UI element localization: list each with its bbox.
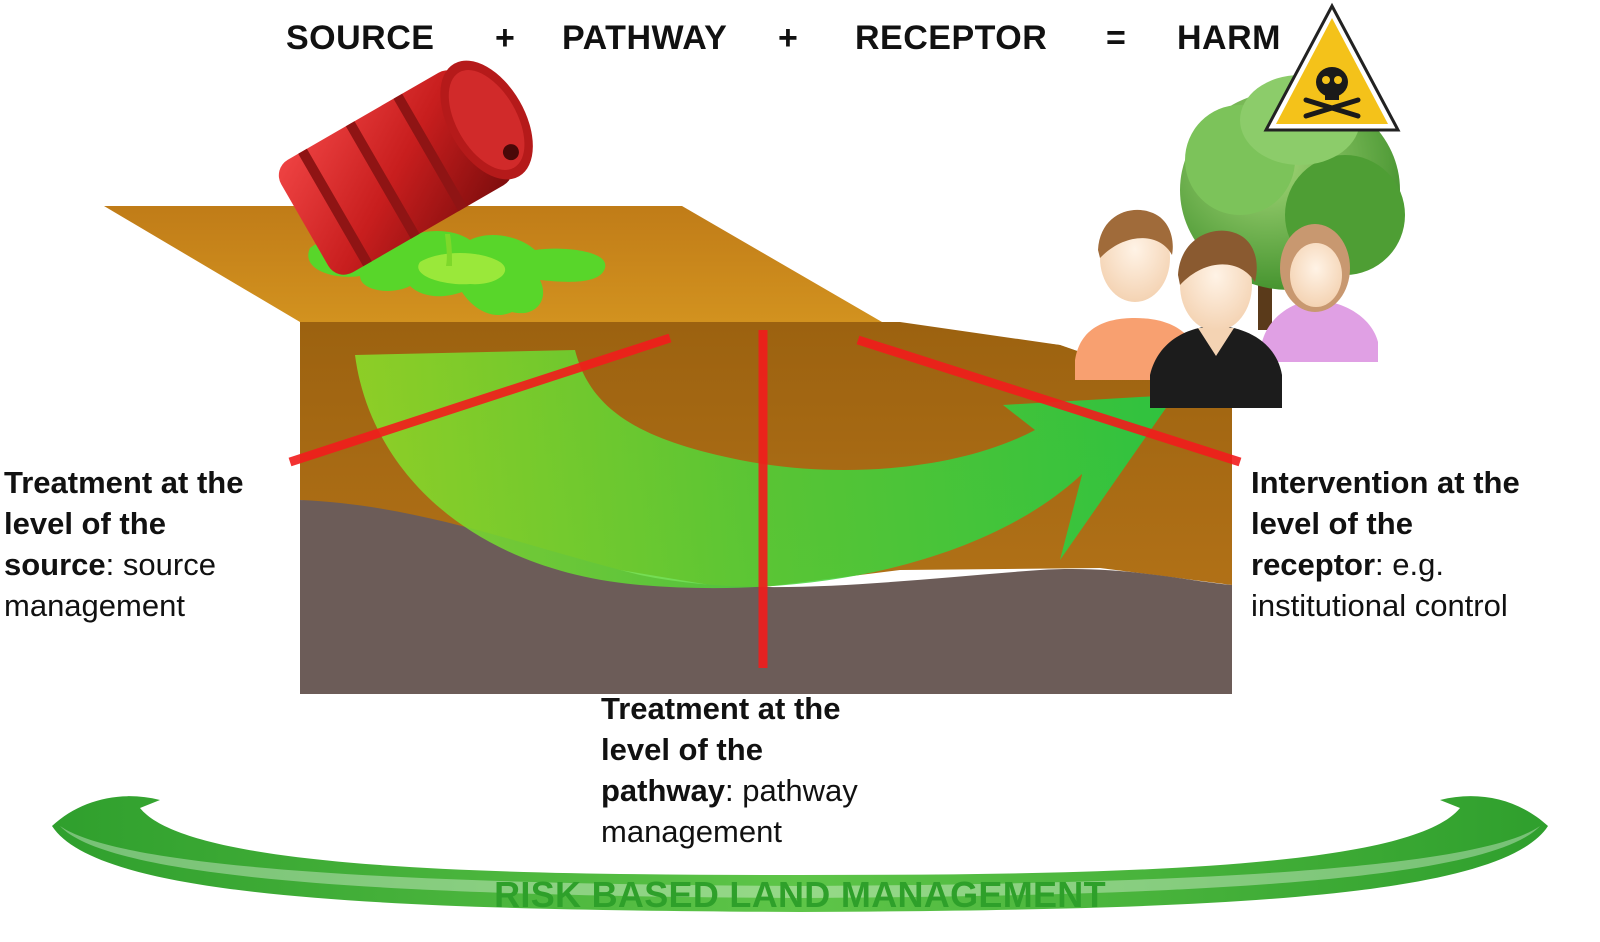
source-label-line-2: level of the	[4, 506, 166, 541]
source-label-rest: : source	[105, 547, 216, 582]
source-label-term: source	[4, 547, 106, 582]
receptor-label-rest: : e.g.	[1375, 547, 1444, 582]
people-group-icon	[1075, 209, 1378, 408]
spill-drip	[445, 234, 452, 266]
equation-receptor: RECEPTOR	[855, 19, 1048, 57]
pathway-label-term: pathway	[601, 773, 726, 808]
source-label: Treatment at the level of the source: so…	[4, 462, 243, 626]
equation-plus-1: +	[495, 19, 516, 57]
footer-swoosh	[52, 796, 1548, 912]
source-barrier-line	[288, 333, 672, 467]
source-label-line-4: management	[4, 588, 185, 623]
receptor-label-line-4: institutional control	[1251, 588, 1508, 623]
oil-barrel-icon	[278, 60, 533, 275]
equation-source: SOURCE	[286, 19, 435, 57]
pathway-label-line-2: level of the	[601, 732, 763, 767]
equation-harm: HARM	[1177, 19, 1281, 57]
pathway-label-rest: : pathway	[725, 773, 858, 808]
source-label-line-1: Treatment at the	[4, 465, 244, 500]
receptor-barrier-line	[856, 335, 1242, 467]
receptor-label: Intervention at the level of the recepto…	[1251, 462, 1520, 626]
pathway-label: Treatment at the level of the pathway: p…	[601, 688, 858, 852]
equation-plus-2: +	[778, 19, 799, 57]
receptor-label-line-1: Intervention at the	[1251, 465, 1520, 500]
receptor-label-term: receptor	[1251, 547, 1376, 582]
receptor-label-line-2: level of the	[1251, 506, 1413, 541]
toxic-hazard-sign-icon	[1263, 2, 1401, 132]
pathway-label-line-4: management	[601, 814, 782, 849]
pathway-label-line-1: Treatment at the	[601, 691, 841, 726]
equation-pathway: PATHWAY	[562, 19, 728, 57]
equation-equals: =	[1106, 19, 1127, 57]
footer-title: RISK BASED LAND MANAGEMENT	[494, 874, 1106, 915]
